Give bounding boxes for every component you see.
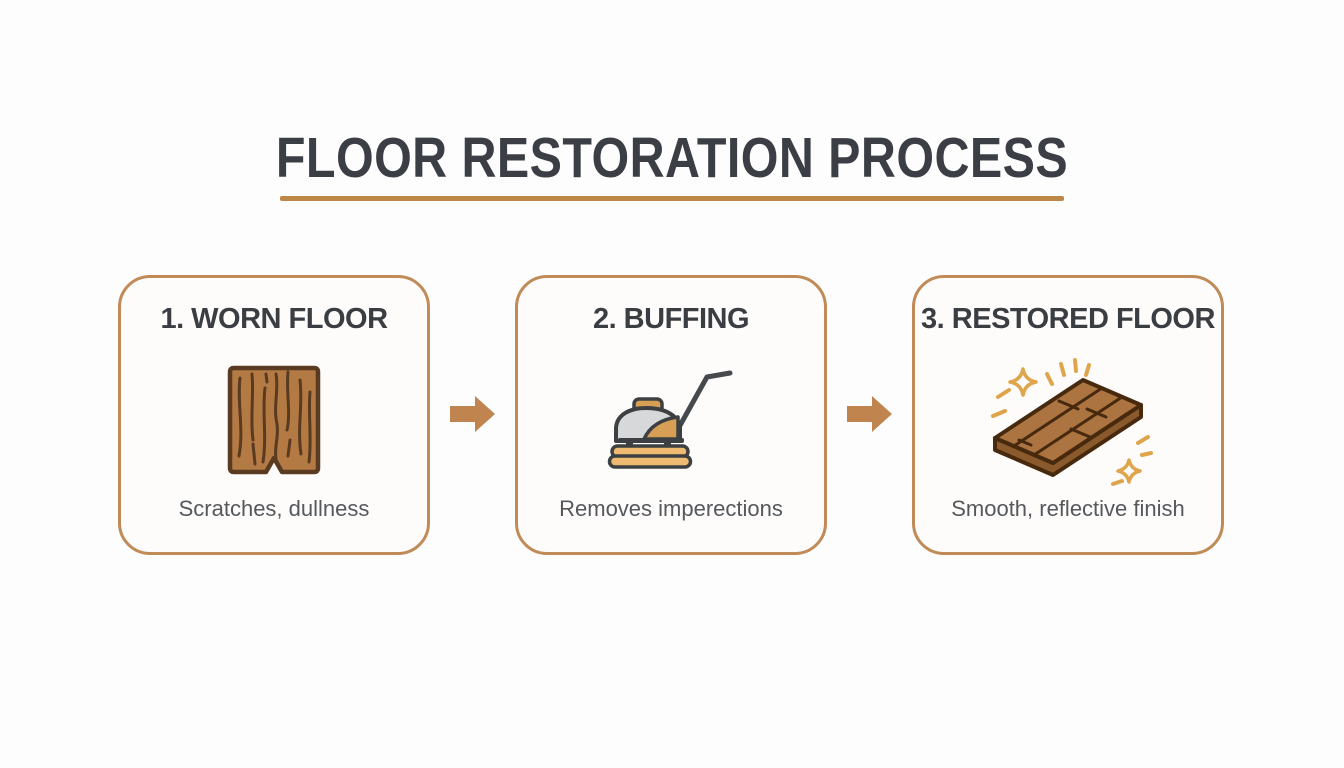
buffer-deck bbox=[618, 438, 684, 443]
page-title: FLOOR RESTORATION PROCESS bbox=[275, 126, 1069, 190]
step-2-icon-row bbox=[518, 350, 824, 490]
buffer-pad-bottom bbox=[607, 454, 693, 469]
step-2-title: 2. BUFFING bbox=[592, 303, 750, 335]
step-1-icon-row bbox=[121, 350, 427, 490]
step-card-worn-floor: 1. WORN FLOOR Scratches, dullness bbox=[118, 275, 430, 555]
step-3-caption: Smooth, reflective finish bbox=[951, 496, 1185, 521]
step-3-title: 3. RESTORED FLOOR bbox=[921, 303, 1215, 335]
step-2-caption: Removes imperections bbox=[559, 496, 783, 521]
step-1-caption: Scratches, dullness bbox=[178, 496, 370, 521]
arrow-right-icon bbox=[450, 394, 496, 434]
arrow-right-icon bbox=[847, 394, 893, 434]
buffer-handle bbox=[675, 370, 733, 432]
step-1-title: 1. WORN FLOOR bbox=[160, 303, 388, 335]
floor-buffer-icon bbox=[607, 370, 733, 469]
sparkles bbox=[991, 358, 1153, 486]
step-card-restored-floor: 3. RESTORED FLOOR bbox=[912, 275, 1224, 555]
title-underline bbox=[280, 196, 1064, 201]
plank-seams bbox=[1012, 386, 1124, 457]
restored-floor-icon bbox=[991, 358, 1153, 486]
buffer-vent bbox=[642, 415, 680, 441]
wood-grain-lines bbox=[237, 370, 312, 466]
step-card-buffing: 2. BUFFING Removes imperections bbox=[515, 275, 827, 555]
step-3-icon-row bbox=[915, 350, 1221, 490]
worn-floor-icon bbox=[227, 365, 321, 475]
